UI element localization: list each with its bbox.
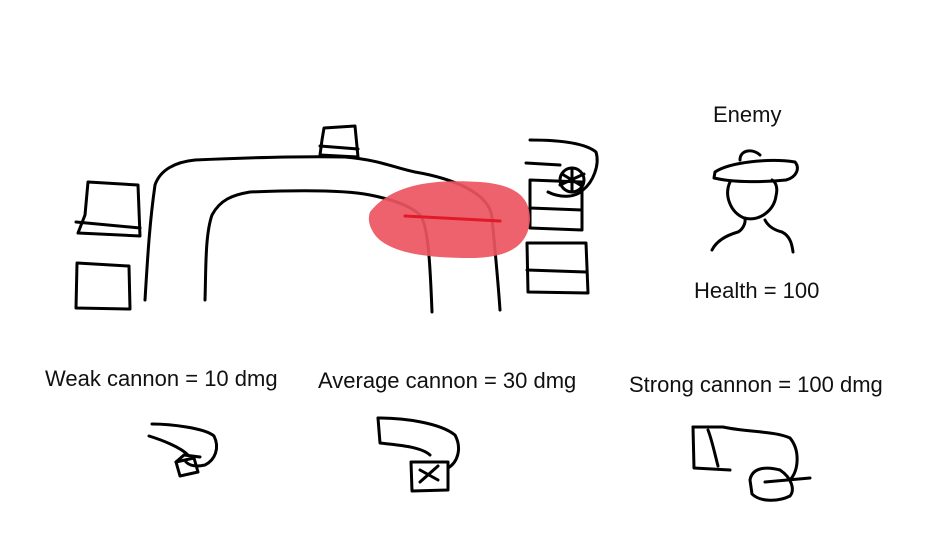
range-area [368, 181, 530, 258]
tower-slot-left-bottom[interactable] [76, 263, 130, 309]
weak-cannon-label: Weak cannon = 10 dmg [45, 366, 278, 391]
average-cannon-label: Average cannon = 30 dmg [318, 368, 577, 393]
weak-cannon-icon[interactable] [149, 424, 217, 476]
tower-icon[interactable] [526, 140, 597, 230]
strong-cannon-icon[interactable] [693, 427, 810, 500]
average-cannon-icon[interactable] [378, 418, 459, 491]
tower-slot-right-bottom[interactable] [527, 243, 588, 293]
enemy-health-text: Health = 100 [694, 278, 820, 303]
enemy-title: Enemy [713, 102, 782, 127]
enemy-icon [712, 151, 797, 252]
tower-slot-top[interactable] [320, 126, 358, 157]
tower-slot-left-top[interactable] [76, 182, 140, 236]
strong-cannon-label: Strong cannon = 100 dmg [629, 372, 883, 397]
